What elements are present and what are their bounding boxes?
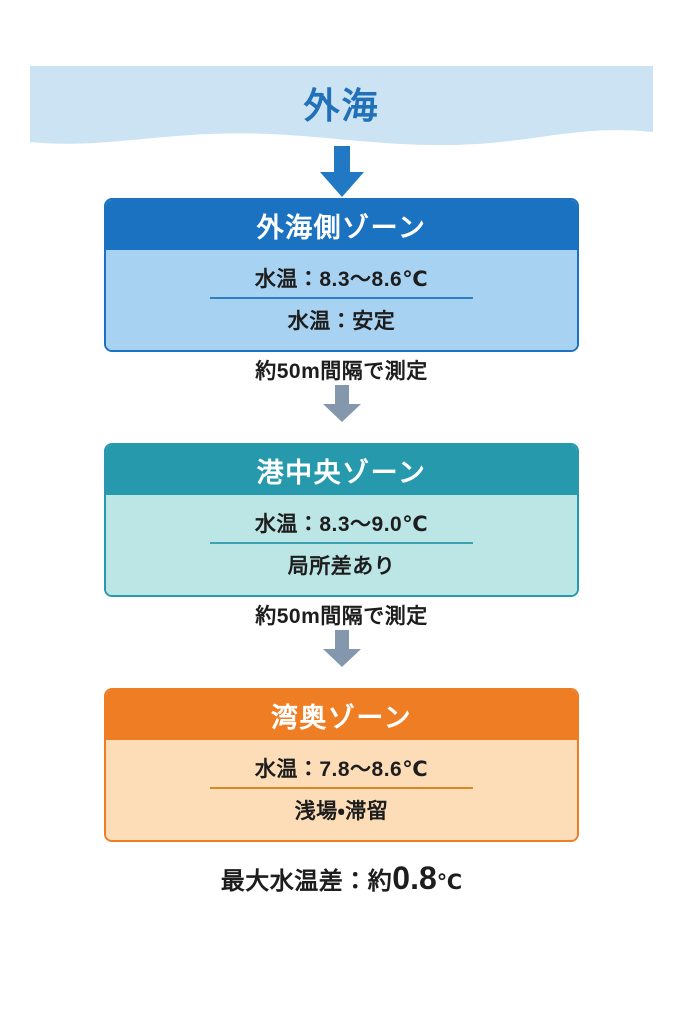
connector-label-1: 約50m間隔で測定 xyxy=(255,360,428,383)
zone-body-bay-head: 水温：7.8〜8.6℃ 浅場・滞留 xyxy=(106,740,577,840)
zone-body-offshore: 水温：8.3〜8.6℃ 水温：安定 xyxy=(106,250,577,350)
zone-card-offshore: 外海側ゾーン 水温：8.3〜8.6℃ 水温：安定 xyxy=(104,198,579,352)
connector-center-to-bay-head: 約50m間隔で測定 xyxy=(0,605,683,668)
zone-body-port-center: 水温：8.3〜9.0℃ 局所差あり xyxy=(106,495,577,595)
zone-card-bay-head: 湾奥ゾーン 水温：7.8〜8.6℃ 浅場・滞留 xyxy=(104,688,579,842)
zone-card-port-center: 港中央ゾーン 水温：8.3〜9.0℃ 局所差あり xyxy=(104,443,579,597)
arrow-down-icon xyxy=(319,146,364,197)
max-temperature-difference-summary: 最大水温差：約0.8℃ xyxy=(0,860,683,897)
footer-value: 0.8 xyxy=(392,860,437,896)
zone-temperature-port-center: 水温：8.3〜9.0℃ xyxy=(254,513,429,536)
arrow-down-icon xyxy=(322,630,361,668)
zone-divider xyxy=(209,297,474,299)
connector-offshore-to-center: 約50m間隔で測定 xyxy=(0,360,683,423)
open-sea-banner: 外海 xyxy=(30,66,653,158)
zone-title-bay-head: 湾奥ゾーン xyxy=(106,690,577,740)
zone-title-offshore: 外海側ゾーン xyxy=(106,200,577,250)
zone-note-bay-head: 浅場・滞留 xyxy=(294,800,389,823)
wave-shape-icon xyxy=(30,66,653,146)
arrow-down-icon xyxy=(322,385,361,423)
zone-temperature-offshore: 水温：8.3〜8.6℃ xyxy=(254,268,429,291)
zone-note-port-center: 局所差あり xyxy=(287,555,396,578)
footer-label: 最大水温差：約 xyxy=(220,868,393,895)
zone-divider xyxy=(209,542,474,544)
connector-label-2: 約50m間隔で測定 xyxy=(255,605,428,628)
zone-title-port-center: 港中央ゾーン xyxy=(106,445,577,495)
footer-unit: ℃ xyxy=(436,871,463,894)
zone-divider xyxy=(209,787,474,789)
zone-temperature-bay-head: 水温：7.8〜8.6℃ xyxy=(254,758,429,781)
zone-note-offshore: 水温：安定 xyxy=(287,310,396,333)
banner-title: 外海 xyxy=(303,85,380,126)
